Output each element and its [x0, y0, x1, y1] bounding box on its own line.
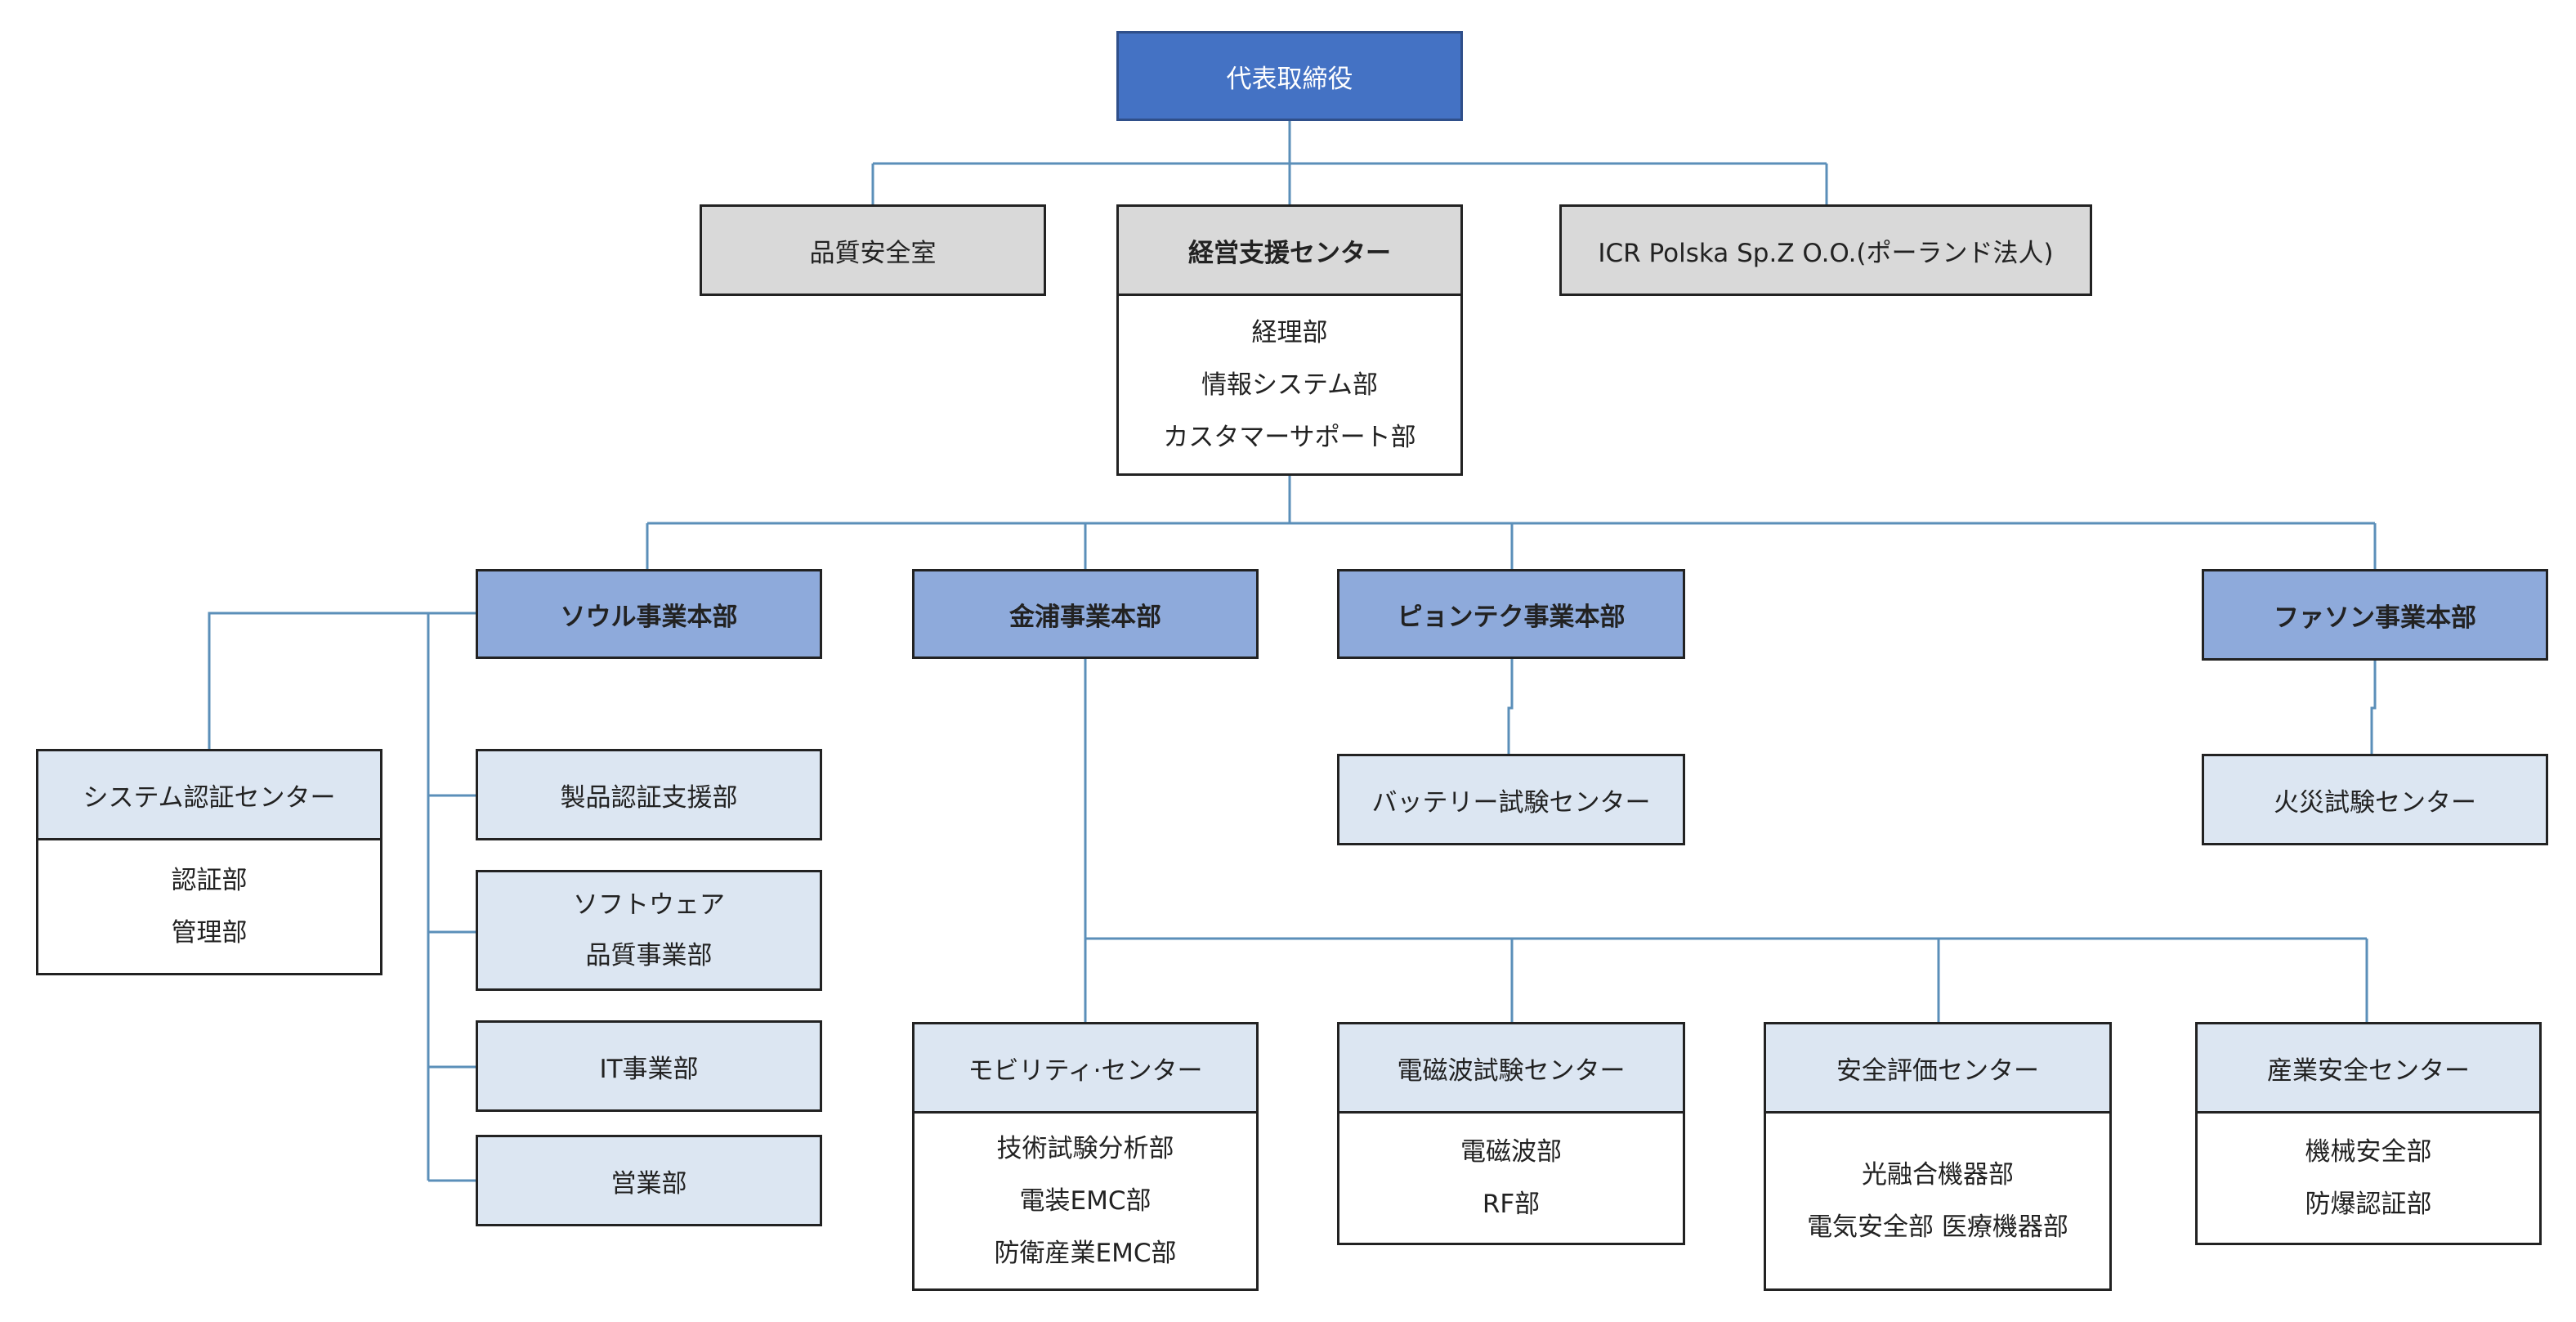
- seoul-division-box: ソウル事業本部: [476, 569, 822, 659]
- poland-entity-label: ICR Polska Sp.Z O.O.(ポーランド法人): [1598, 238, 2054, 268]
- quality-office-label: 品質安全室: [809, 238, 937, 268]
- emwave-test-center-departments: 電磁波部 RF部: [1337, 1111, 1685, 1245]
- mobility-center-label: モビリティ·センター: [968, 1055, 1203, 1086]
- connector-pyeongtaek: [1507, 659, 1514, 754]
- industrial-safety-center-label: 産業安全センター: [2267, 1055, 2470, 1086]
- department-item: RF部: [1482, 1190, 1541, 1219]
- gimpo-division-label: 金浦事業本部: [1009, 602, 1161, 632]
- department-item: 管理部: [171, 918, 248, 948]
- emwave-test-center-box: 電磁波試験センター: [1337, 1022, 1685, 1114]
- product-cert-support-box: 製品認証支援部: [476, 749, 822, 840]
- connector-management-divisions: [646, 476, 2377, 569]
- department-item: 認証部: [171, 866, 248, 895]
- emwave-test-center-label: 電磁波試験センター: [1397, 1055, 1626, 1086]
- department-item: 電装EMC部: [1019, 1186, 1152, 1216]
- department-item: 経理部: [1251, 317, 1328, 347]
- industrial-safety-center-box: 産業安全センター: [2195, 1022, 2542, 1114]
- connector-gimpo: [1084, 657, 2368, 1022]
- it-business-box: IT事業部: [476, 1020, 822, 1112]
- gimpo-division-box: 金浦事業本部: [912, 569, 1259, 659]
- pyeongtaek-division-label: ピョンテク事業本部: [1397, 602, 1626, 632]
- hwaseong-division-label: ファソン事業本部: [2274, 603, 2476, 633]
- safety-eval-center-box: 安全評価センター: [1764, 1022, 2112, 1114]
- system-cert-center-box: システム認証センター: [36, 749, 382, 840]
- department-item: カスタマーサポート部: [1163, 422, 1416, 452]
- battery-test-center-label: バッテリー試験センター: [1371, 787, 1651, 818]
- connector-ceo-staff: [871, 121, 1828, 204]
- department-item: 情報システム部: [1201, 370, 1379, 400]
- hwaseong-division-box: ファソン事業本部: [2202, 569, 2548, 661]
- product-cert-support-label: 製品認証支援部: [560, 782, 738, 813]
- ceo-box: 代表取締役: [1116, 31, 1463, 121]
- safety-eval-center-label: 安全評価センター: [1836, 1055, 2039, 1086]
- software-quality-line: 品質事業部: [585, 941, 713, 970]
- ceo-label: 代表取締役: [1226, 64, 1353, 94]
- management-center-label: 経営支援センター: [1188, 238, 1391, 268]
- industrial-safety-center-departments: 機械安全部 防爆認証部: [2195, 1111, 2542, 1245]
- department-item: 技術試験分析部: [996, 1134, 1174, 1163]
- management-center-box: 経営支援センター: [1116, 204, 1463, 296]
- system-cert-center-label: システム認証センター: [83, 782, 336, 813]
- department-item: 光融合機器部: [1862, 1160, 2014, 1190]
- department-item: 電磁波部: [1460, 1137, 1562, 1167]
- fire-test-center-label: 火災試験センター: [2274, 787, 2476, 818]
- seoul-division-label: ソウル事業本部: [560, 602, 738, 632]
- software-quality-box: ソフトウェア 品質事業部: [476, 870, 822, 991]
- poland-entity-box: ICR Polska Sp.Z O.O.(ポーランド法人): [1559, 204, 2092, 296]
- software-quality-line: ソフトウェア: [573, 890, 725, 920]
- department-item: 機械安全部: [2305, 1137, 2432, 1167]
- sales-box: 営業部: [476, 1135, 822, 1226]
- department-item: 防衛産業EMC部: [994, 1239, 1177, 1268]
- department-item: 防爆認証部: [2305, 1190, 2432, 1219]
- mobility-center-box: モビリティ·センター: [912, 1022, 1259, 1114]
- connector-seoul: [208, 612, 476, 1182]
- safety-eval-center-departments: 光融合機器部 電気安全部 医療機器部: [1764, 1111, 2112, 1291]
- fire-test-center-box: 火災試験センター: [2202, 754, 2548, 845]
- battery-test-center-box: バッテリー試験センター: [1337, 754, 1685, 845]
- quality-office-box: 品質安全室: [700, 204, 1046, 296]
- system-cert-center-departments: 認証部 管理部: [36, 838, 382, 975]
- connector-hwaseong: [2370, 661, 2377, 754]
- it-business-label: IT事業部: [599, 1054, 699, 1084]
- sales-label: 営業部: [610, 1168, 687, 1199]
- department-item: 電気安全部 医療機器部: [1807, 1212, 2068, 1242]
- pyeongtaek-division-box: ピョンテク事業本部: [1337, 569, 1685, 659]
- mobility-center-departments: 技術試験分析部 電装EMC部 防衛産業EMC部: [912, 1111, 1259, 1291]
- management-center-departments: 経理部 情報システム部 カスタマーサポート部: [1116, 294, 1463, 476]
